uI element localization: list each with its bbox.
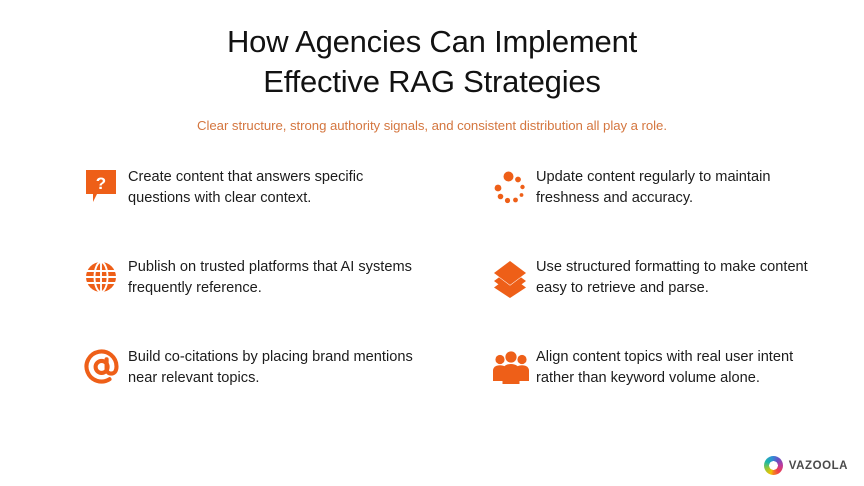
list-item: Publish on trusted platforms that AI sys…	[84, 256, 456, 346]
brand-logo-label: VAZOOLA	[788, 459, 848, 472]
list-item: Use structured formatting to make conten…	[492, 256, 864, 346]
page-title-line-1: How Agencies Can Implement	[226, 24, 638, 59]
svg-text:?: ?	[96, 174, 106, 193]
stacked-layers-icon	[492, 256, 536, 302]
slide-header: How Agencies Can Implement Effective RAG…	[0, 0, 864, 135]
list-item-label: Update content regularly to maintain fre…	[536, 169, 771, 206]
list-item-label: Use structured formatting to make conten…	[536, 259, 808, 296]
at-sign-icon	[84, 346, 128, 392]
list-item-label: Align content topics with real user inte…	[536, 349, 794, 386]
list-item: Build co-citations by placing brand ment…	[84, 346, 456, 436]
page-title-line-2: Effective RAG Strategies	[263, 63, 601, 99]
page-subtitle: Clear structure, strong authority signal…	[197, 118, 667, 134]
list-item: Update content regularly to maintain fre…	[492, 166, 864, 256]
list-item-label: Publish on trusted platforms that AI sys…	[128, 259, 412, 296]
loading-spinner-dots-icon	[492, 166, 536, 212]
list-item-label: Create content that answers specific que…	[128, 169, 364, 206]
page-title: How Agencies Can Implement Effective RAG…	[122, 22, 742, 101]
question-speech-bubble-icon: ?	[84, 166, 128, 212]
rainbow-ring-logo-icon	[763, 456, 783, 475]
brand-logo: VAZOOLA	[763, 456, 848, 475]
list-item: Align content topics with real user inte…	[492, 346, 864, 436]
list-item: ? Create content that answers specific q…	[84, 166, 456, 256]
globe-icon	[84, 256, 128, 302]
list-item-label: Build co-citations by placing brand ment…	[128, 349, 413, 386]
people-group-icon	[492, 346, 536, 392]
tips-grid: ? Create content that answers specific q…	[0, 166, 864, 436]
